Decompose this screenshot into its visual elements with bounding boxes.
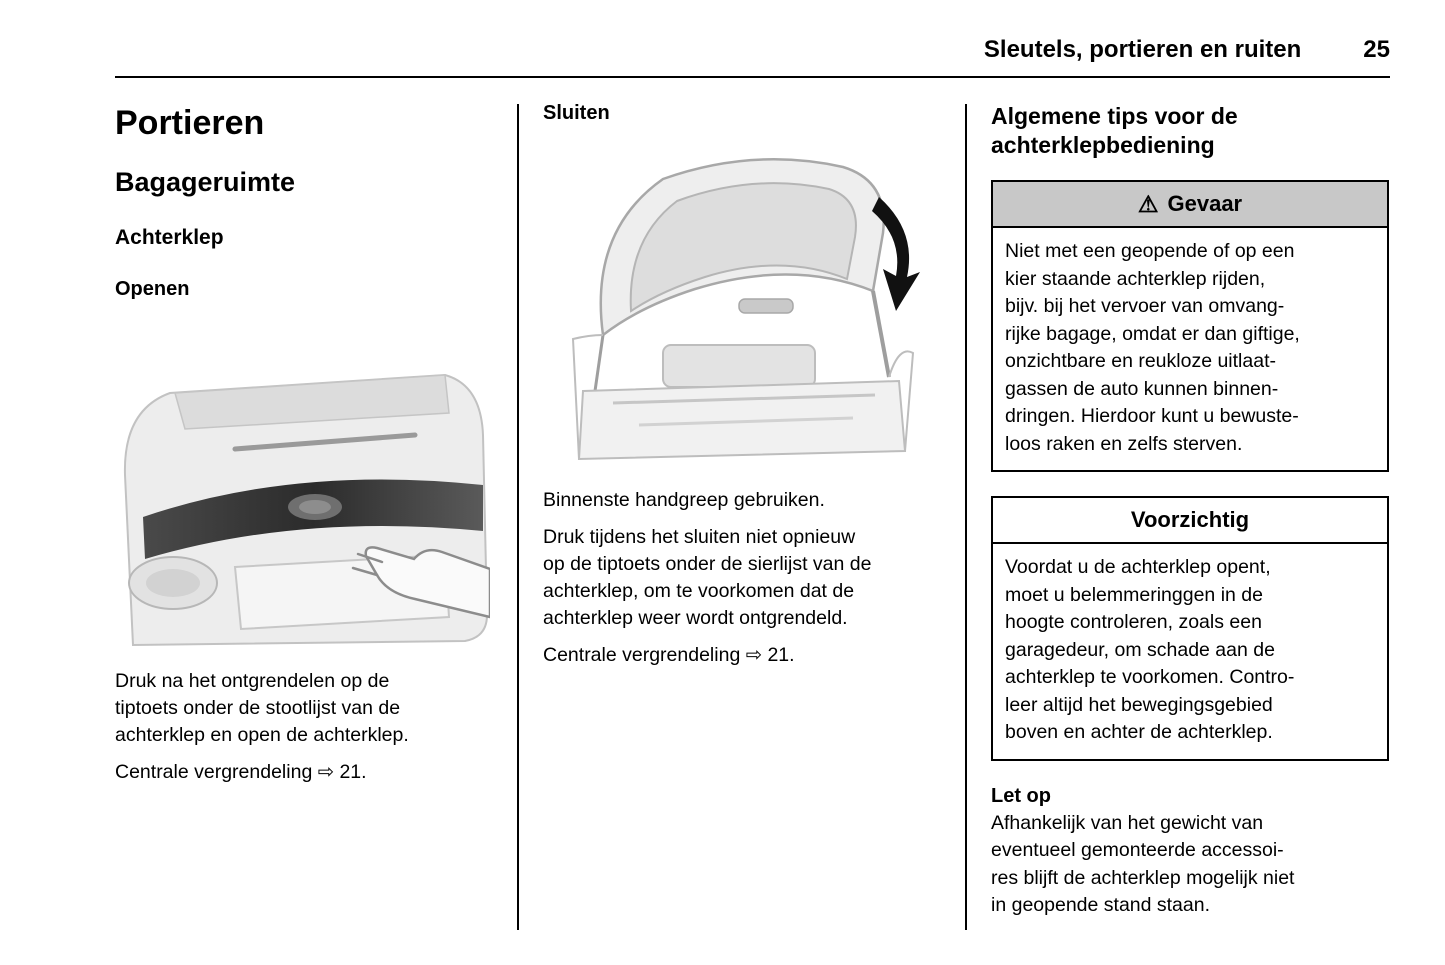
caution-box-body: Voordat u de achterklep opent, moet u be… (1005, 556, 1295, 743)
tips-heading: Algemene tips voor de achterklepbedienin… (991, 103, 1238, 158)
page-number: 25 (1363, 36, 1390, 63)
close-direction-arrow-icon (872, 197, 920, 311)
column-divider (517, 104, 519, 930)
chapter-heading: Portieren (115, 104, 265, 142)
danger-box: ⚠ Gevaar Niet met een geopende of op een… (991, 180, 1389, 472)
note-title: Let op (991, 784, 1051, 807)
caution-box-title: Voorzichtig (1130, 507, 1250, 532)
header-rule (115, 76, 1390, 78)
central-locking-reference: Centrale vergrendeling ⇨ 21. (115, 761, 367, 783)
caution-box: Voorzichtig Voordat u de achterklep open… (991, 496, 1389, 761)
content-columns: Portieren Bagageruimte Achterklep Openen (115, 102, 1390, 934)
open-tailgate-illustration-svg (571, 158, 920, 461)
inner-handle-instruction: Binnenste handgreep gebruiken. (543, 489, 825, 511)
inner-handle (738, 298, 794, 314)
subsection-heading-achterklep: Achterklep (115, 226, 224, 249)
section-heading-bagageruimte: Bagageruimte (115, 167, 296, 197)
hand-pressing-release-button (364, 546, 490, 619)
close-warning-text: Druk tijdens het sluiten niet opnieuw op… (543, 526, 872, 629)
open-instruction-text: Druk na het ontgrendelen op de tiptoets … (115, 670, 409, 746)
danger-box-body: Niet met een geopende of op een kier sta… (1005, 240, 1300, 455)
column-divider (965, 104, 967, 930)
caution-box-header: Voorzichtig (993, 498, 1387, 544)
car-rear-illustration-svg (123, 373, 490, 647)
column-sluiten: Sluiten (543, 102, 941, 934)
car-rear-tailgate-illustration (115, 315, 493, 650)
label-sluiten: Sluiten (543, 102, 610, 124)
danger-box-header: ⚠ Gevaar (993, 182, 1387, 228)
open-tailgate-illustration (543, 139, 941, 469)
page-header: Sleutels, portieren en ruiten 25 (115, 36, 1390, 76)
label-openen: Openen (115, 278, 190, 300)
warning-triangle-icon: ⚠ (1137, 190, 1159, 217)
central-locking-reference-2: Centrale vergrendeling ⇨ 21. (543, 644, 795, 666)
column-tips: Algemene tips voor de achterklepbedienin… (991, 102, 1389, 934)
header-title: Sleutels, portieren en ruiten (983, 36, 1302, 63)
column-portieren: Portieren Bagageruimte Achterklep Openen (115, 102, 493, 934)
note-body: Afhankelijk van het gewicht van eventuee… (991, 811, 1295, 917)
danger-box-title: Gevaar (1167, 191, 1243, 216)
